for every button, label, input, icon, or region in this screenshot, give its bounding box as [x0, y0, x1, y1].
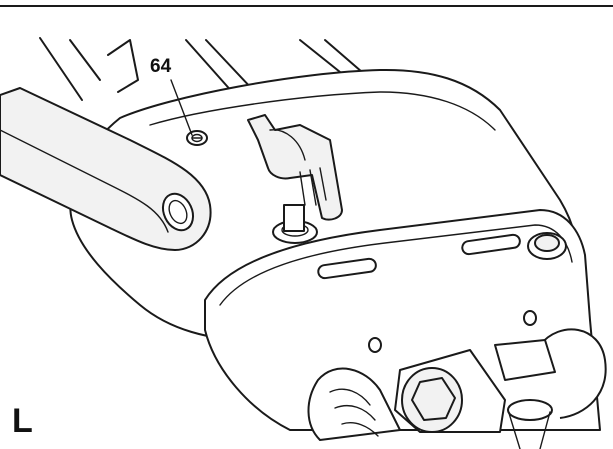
- arm-hole-inner: [168, 199, 188, 225]
- slot-left: [317, 257, 377, 280]
- front-hole-left: [368, 337, 382, 353]
- front-hole-right: [523, 310, 537, 326]
- front-plate: [204, 209, 601, 431]
- clamp-tube: [494, 328, 607, 449]
- frame-struts: [39, 37, 363, 113]
- housing-top-edge: [149, 91, 496, 131]
- callout-label-64: 64: [150, 56, 172, 77]
- support-arm-edge: [0, 129, 169, 233]
- wing-knob: [247, 114, 343, 244]
- round-button: [527, 232, 567, 260]
- hex-socket: [394, 349, 506, 433]
- hose-fitting: [307, 367, 401, 441]
- screw: [186, 130, 208, 146]
- panel-letter: L: [12, 402, 33, 440]
- support-arm: [0, 87, 212, 251]
- slot-right: [461, 233, 521, 256]
- callout-leader-line: [170, 79, 193, 136]
